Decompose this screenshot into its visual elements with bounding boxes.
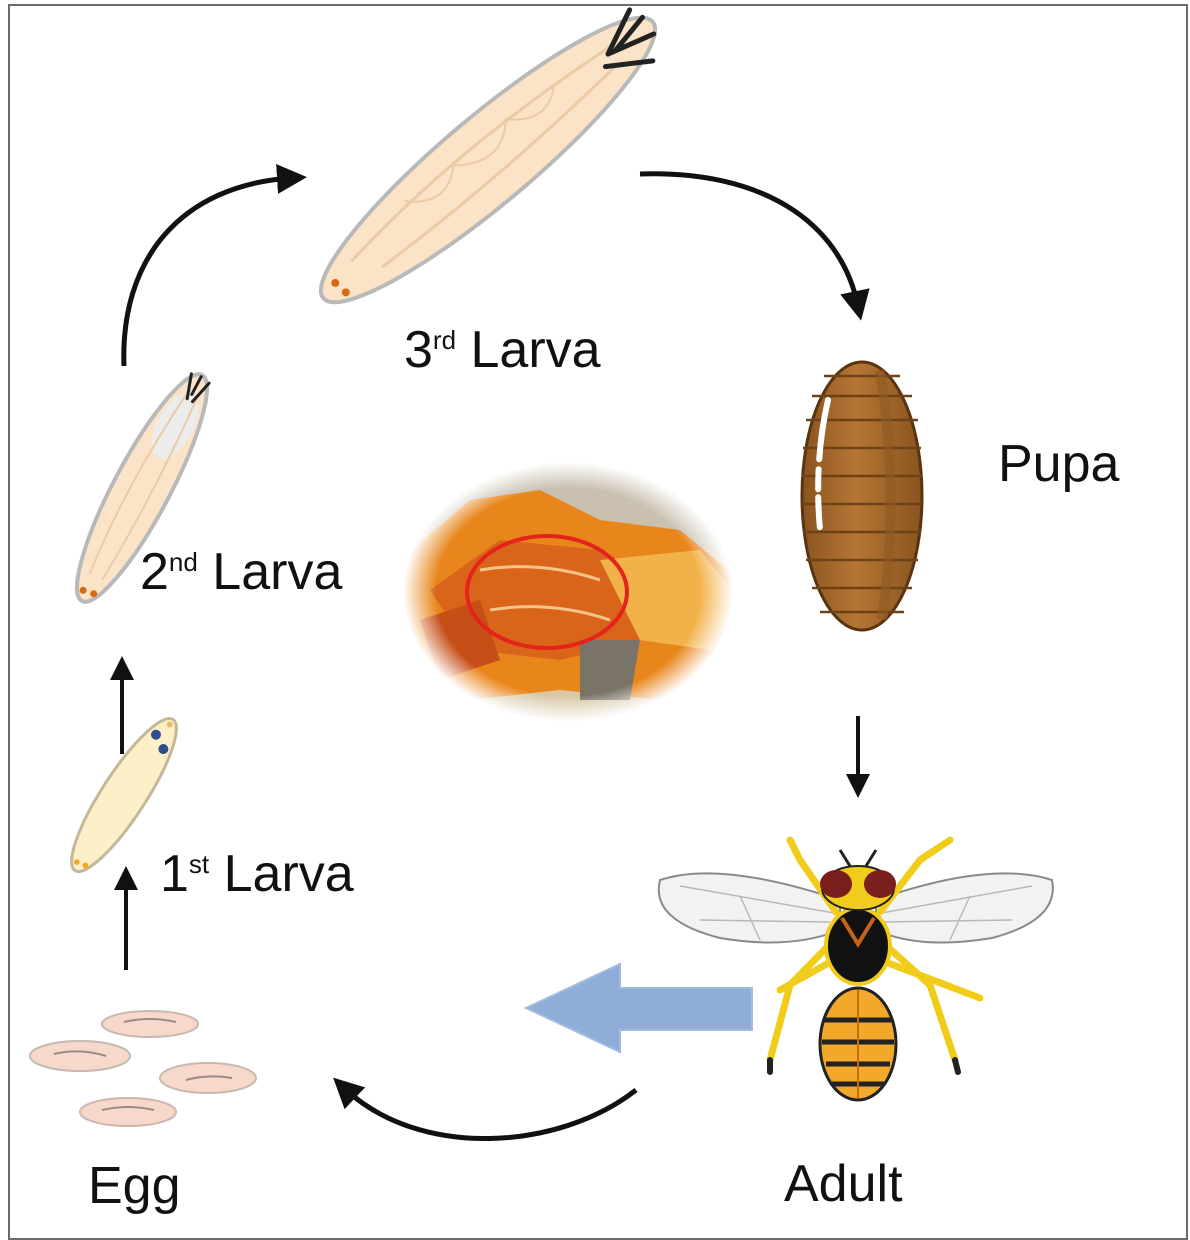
label-second-larva: 2nd Larva: [140, 546, 382, 606]
big-blue-arrow: [526, 964, 752, 1052]
arrow-3rd-to-pupa: [640, 174, 858, 306]
adult-fly-icon: [659, 840, 1053, 1100]
label-egg: Egg: [88, 1160, 228, 1222]
egg-cluster-icon: [30, 1011, 256, 1126]
label-adult: Adult: [784, 1158, 944, 1220]
arrow-2nd-to-3rd: [124, 178, 292, 366]
pupa-icon: [802, 362, 922, 630]
third-larva-icon: [295, 0, 681, 332]
specimen-photo: [400, 460, 740, 730]
label-third-larva: 3rd Larva: [404, 324, 642, 384]
label-pupa: Pupa: [998, 438, 1134, 498]
arrow-adult-to-egg: [344, 1088, 636, 1139]
label-first-larva: 1st Larva: [160, 848, 382, 908]
